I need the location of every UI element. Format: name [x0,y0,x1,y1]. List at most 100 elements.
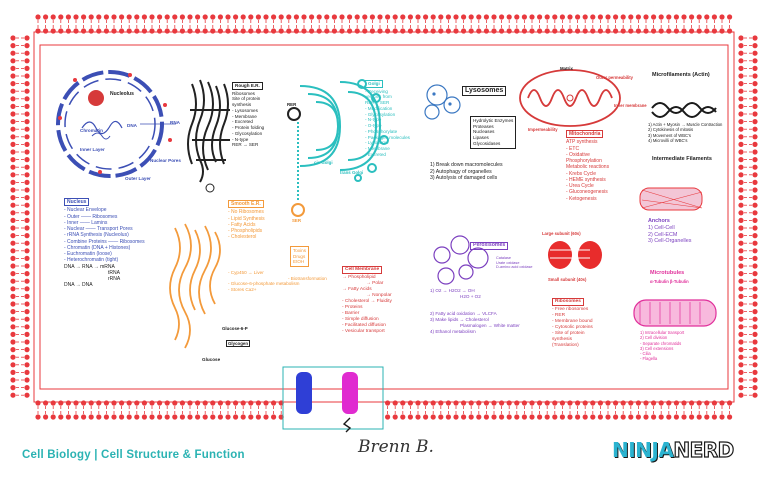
phospholipid-head [263,414,269,420]
phospholipid-head [10,377,16,383]
phospholipid-head [752,377,758,383]
brand-ninja: NINJA [612,438,674,462]
glycogen-label: Glycogen [226,340,251,348]
phospholipid-head [423,400,429,406]
phospholipid-head [316,28,322,34]
ribosome-item: - Membrane bound [552,318,593,324]
phospholipid-head [43,28,49,34]
peroxisome-item: 2) Fatty acid oxidation → VLCFA [430,311,497,317]
phospholipid-head [240,400,246,406]
nucleus-note: - Combine Proteins —— Ribosomes [64,238,145,245]
rna-label: RNA [170,120,180,125]
phospholipid-head [752,339,758,345]
nucleus-notes-title: Nucleus [64,198,90,207]
membrane-item: → Phospholipid [342,274,376,280]
membrane-phospholipids-right [738,35,758,398]
phospholipid-head [65,14,71,20]
phospholipid-head [10,179,16,185]
phospholipid-head [752,187,758,193]
ribosome-item: - RER [552,312,566,318]
phospholipid-head [567,400,573,406]
phospholipid-head [438,28,444,34]
phospholipid-head [752,58,758,64]
phospholipid-head [24,65,30,71]
phospholipid-head [506,414,512,420]
phospholipid-head [24,111,30,117]
phospholipid-head [643,414,649,420]
toxin-item: Toxins [293,248,307,253]
phospholipid-head [400,414,406,420]
phospholipid-head [590,400,596,406]
ser-label: SER [292,218,302,223]
phospholipid-head [468,28,474,34]
phospholipid-head [681,414,687,420]
phospholipid-head [658,414,664,420]
phospholipid-head [727,414,733,420]
nucleus-note: - Nuclear —— Transport Pores [64,226,133,232]
phospholipid-head [309,28,315,34]
mito-item: - Urea Cycle [566,183,594,189]
enzyme-item: Nucleases [473,129,495,135]
nucleus-note: - Inner —— Lamins [64,219,108,226]
phospholipid-head [575,400,581,406]
phospholipid-head [187,414,193,420]
phospholipid-head [248,14,254,20]
phospholipid-head [10,65,16,71]
phospholipid-head [73,414,79,420]
large-subunit-label: Large subunit (60s) [542,231,581,236]
phospholipid-head [711,14,718,20]
phospholipid-head [103,28,109,34]
phospholipid-head [752,126,758,132]
phospholipid-head [752,309,758,315]
cis-golgi-label: cis Golgi [314,160,333,165]
phospholipid-head [689,400,695,406]
phospholipid-head [537,14,543,20]
phospholipid-head [172,414,178,420]
phospholipid-head [499,14,505,20]
microtubule-drawing [633,299,717,327]
phospholipid-head [10,316,16,322]
phospholipid-head [88,400,94,406]
phospholipid-head [438,414,444,420]
phospholipid-head [752,385,758,391]
phospholipid-head [506,400,512,406]
rough-er-item: - Membrane [232,113,257,119]
ribosome-notes: Ribosomes - Free ribosomes - RER - Membr… [552,298,593,349]
phospholipid-head [10,187,16,193]
phospholipid-head [738,278,744,284]
phospholipid-head [582,414,588,420]
phospholipid-head [643,28,649,34]
nucleus-note: DNA → DNA [64,282,93,289]
membrane-item: - Barrier [342,310,360,316]
phospholipid-head [141,28,147,34]
phospholipid-head [369,28,375,34]
microfilament-item: 3) Movement of WBC's [648,132,691,138]
phospholipid-head [96,28,102,34]
rer-label: RER [287,102,297,107]
golgi-item: - N-type [365,117,382,123]
phospholipid-head [157,400,163,406]
rough-er-title: Rough E.R. [232,82,263,90]
anchor-item: 1) Cell-Cell [648,224,675,231]
mitochondria-drawing [519,69,621,127]
phospholipid-head [752,119,758,125]
cell-membrane-outline-outer [33,31,735,403]
phospholipid-head [752,96,758,102]
phospholipid-head [96,400,102,406]
phospholipid-head [119,414,125,420]
membrane-phospholipids-bottom [35,400,733,420]
phospholipid-head [126,400,132,406]
phospholipid-head [567,414,573,420]
phospholipid-head [738,255,744,261]
phospholipid-head [24,81,30,87]
phospholipid-head [628,14,634,20]
phospholipid-head [407,28,413,34]
phospholipid-head [719,28,725,34]
phospholipid-head [752,263,758,269]
phospholipid-head [126,414,132,420]
phospholipid-head [738,96,744,102]
intermediate-filament-drawing [639,187,703,211]
phospholipid-head [24,126,30,132]
phospholipid-head [10,210,16,216]
phospholipid-head [483,400,489,406]
